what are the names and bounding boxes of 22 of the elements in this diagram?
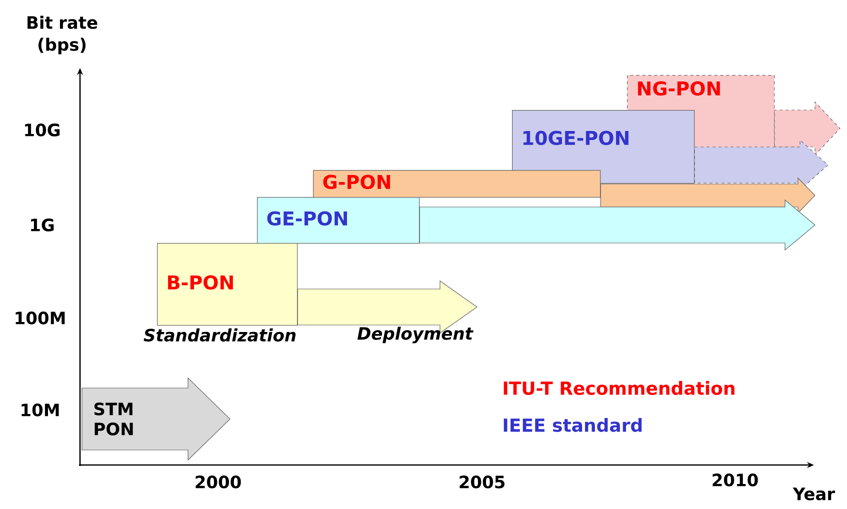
tick-label: 2010 bbox=[712, 474, 758, 486]
deployment-arrow bbox=[774, 101, 840, 156]
deployment-arrow bbox=[297, 280, 478, 334]
tick-label: 2000 bbox=[196, 476, 241, 488]
deployment-arrow bbox=[419, 199, 816, 251]
axis-title: Bit rate (bps) bbox=[28, 16, 98, 54]
phase-label: Standardization bbox=[144, 328, 296, 342]
tick-label: 100M bbox=[16, 312, 65, 324]
tick-label: 10M bbox=[22, 404, 59, 416]
axis-title: Year bbox=[792, 488, 836, 500]
legend-entry: ITU-T Recommendation bbox=[504, 381, 734, 395]
tick-label: 10G bbox=[25, 124, 60, 136]
tick-label: 2005 bbox=[460, 476, 504, 488]
tick-label: 1G bbox=[31, 218, 54, 232]
arrow-box: STM PON bbox=[82, 377, 230, 461]
standardization-box: GE-PON bbox=[257, 197, 420, 244]
standardization-box: G-PON bbox=[313, 170, 601, 198]
standardization-box: 10GE-PON bbox=[512, 110, 695, 184]
legend-entry: IEEE standard bbox=[504, 418, 642, 432]
standardization-box: B-PON bbox=[157, 243, 298, 326]
deployment-arrow bbox=[600, 177, 816, 214]
phase-label: Deployment bbox=[357, 326, 474, 344]
